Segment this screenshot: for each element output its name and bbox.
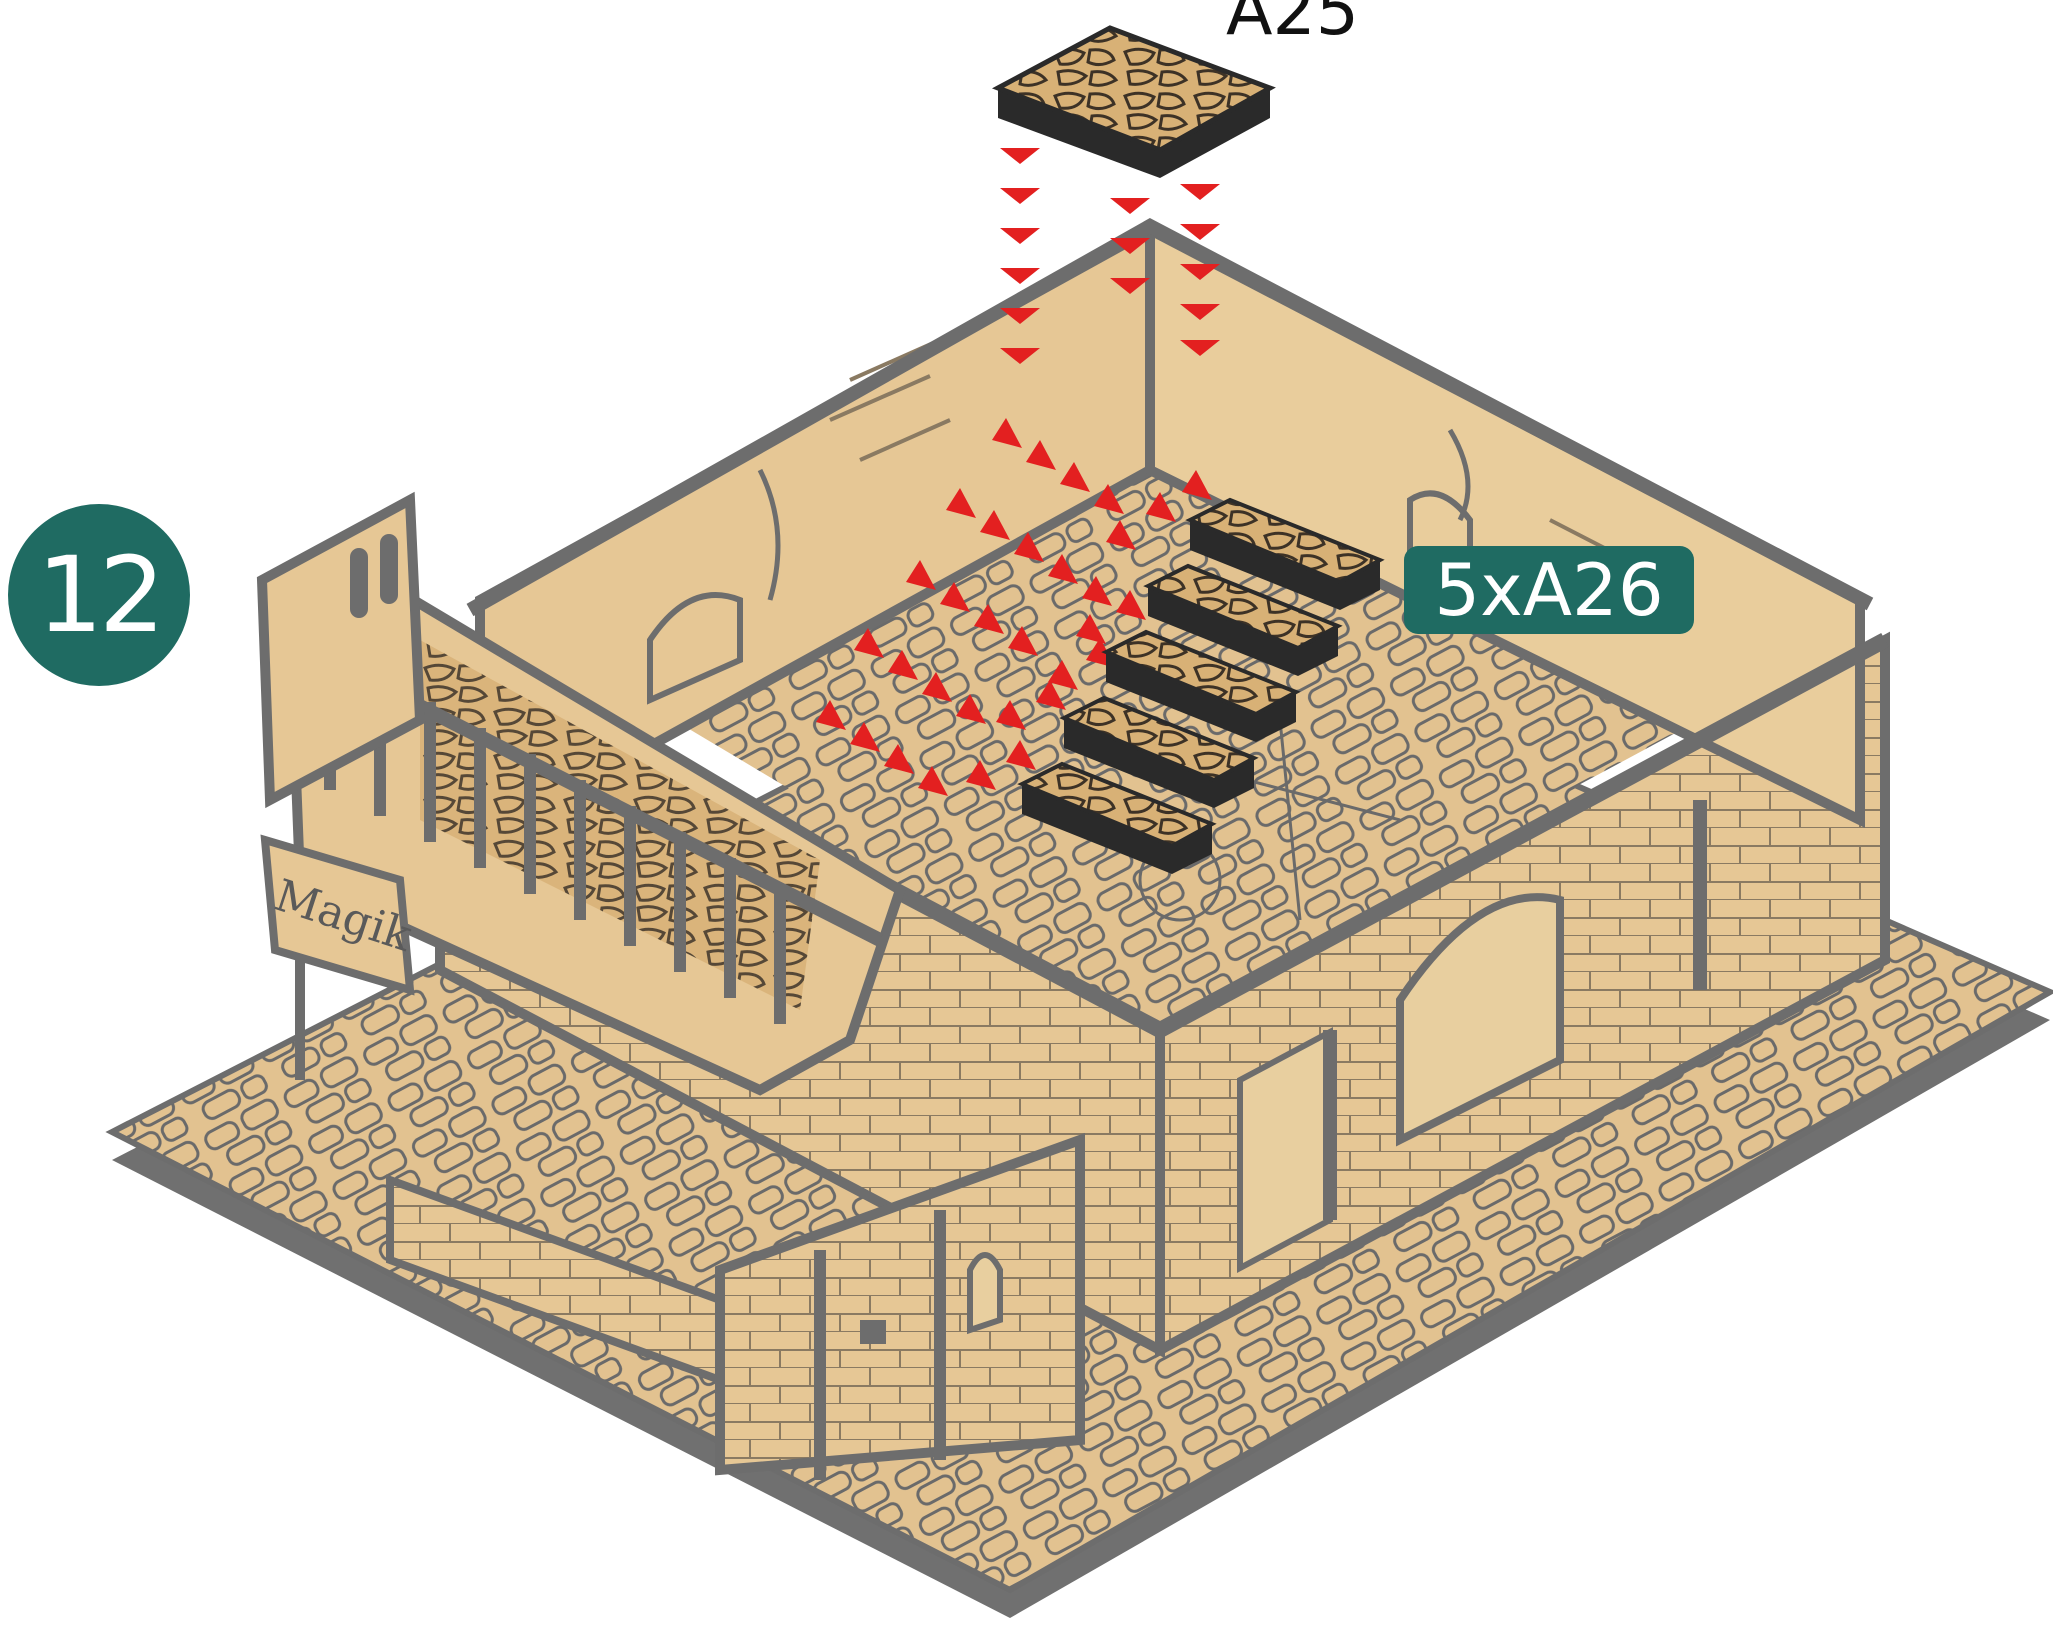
stair-parts-tag: 5xA26	[1404, 546, 1694, 634]
step-number-badge: 12	[8, 504, 190, 686]
top-piece-label: A25	[1226, 0, 1359, 46]
